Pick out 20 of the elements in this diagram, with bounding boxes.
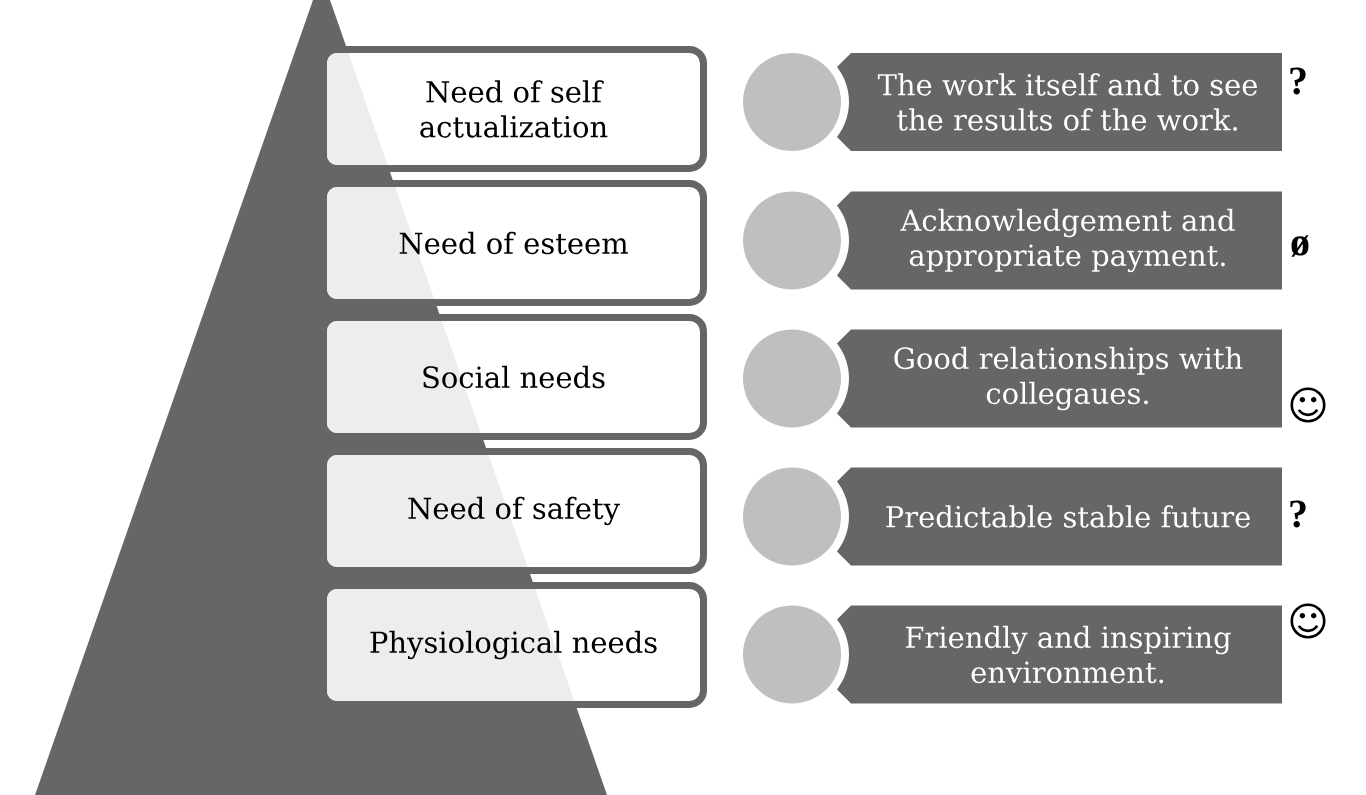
circle	[743, 605, 841, 704]
status-symbol: ☺	[1290, 387, 1326, 423]
status-symbol: ø	[1291, 235, 1309, 257]
circle	[743, 329, 841, 428]
level-box: Need of self actualization	[320, 46, 707, 172]
arrow-banner: The work itself and to see the results of the work.	[837, 53, 1282, 151]
level-box: Social needs	[320, 314, 707, 440]
level-box: Need of safety	[320, 448, 707, 574]
status-symbol: ?	[1290, 500, 1306, 528]
level-box: Physiological needs	[320, 582, 707, 708]
arrow-banner: Friendly and inspiring environment.	[837, 605, 1282, 704]
level-box: Need of esteem	[320, 180, 707, 306]
circle	[743, 191, 841, 290]
status-symbol: ?	[1290, 67, 1306, 95]
circle	[743, 467, 841, 566]
status-symbol: ☺	[1290, 603, 1326, 639]
arrow-banner: Good relationships with collegaues.	[837, 329, 1282, 428]
arrow-banner: Acknowledgement and appropriate payment.	[837, 191, 1282, 290]
arrow-banner: Predictable stable future	[837, 467, 1282, 566]
circle	[743, 53, 841, 151]
